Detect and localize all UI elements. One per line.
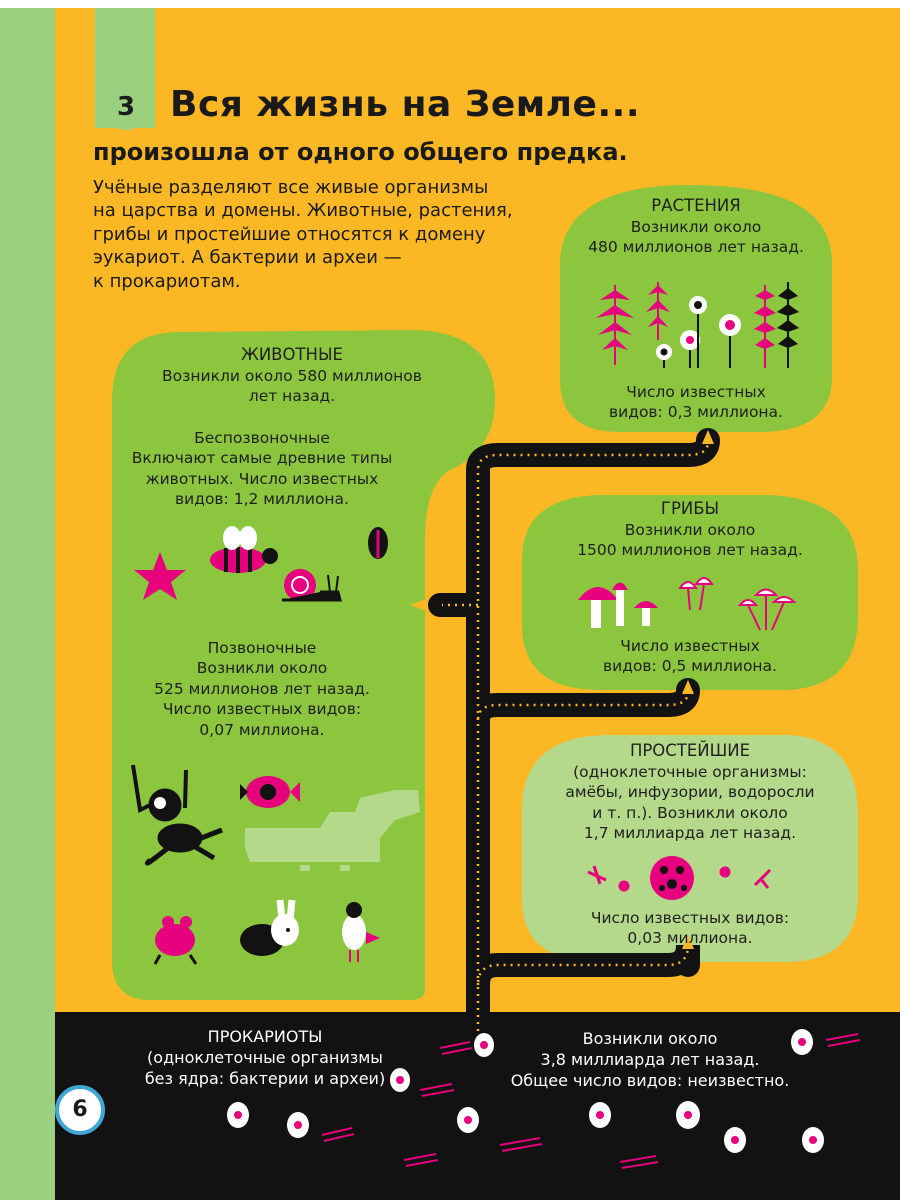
snail-icon <box>282 569 342 602</box>
plants-species-line: Число известных <box>626 383 766 401</box>
daisy-icon <box>656 296 741 368</box>
bacteria-icon <box>321 1033 861 1169</box>
protists-species-line: Число известных видов: <box>590 909 790 927</box>
fern-icon <box>754 285 776 368</box>
intro-paragraph: Учёные разделяют все живые организмы на … <box>93 176 513 293</box>
fungi-species: Число известных видов: 0,5 миллиона. <box>522 636 858 677</box>
fern-icon <box>777 282 799 368</box>
fungi-species-line: Число известных <box>620 637 760 655</box>
bird-icon <box>342 902 380 962</box>
page-subtitle: произошла от одного общего предка. <box>93 138 628 166</box>
frog-icon <box>153 916 198 965</box>
fungi-caption: ГРИБЫ Возникли около 1500 миллионов лет … <box>522 498 858 561</box>
plants-title: РАСТЕНИЯ <box>651 196 741 215</box>
vertebrates-line: 0,07 миллиона. <box>199 720 325 739</box>
plants-species-line: видов: 0,3 миллиона. <box>609 403 783 422</box>
side-strip <box>0 8 55 1200</box>
intro-line: к прокариотам. <box>93 270 241 292</box>
fungi-title: ГРИБЫ <box>660 499 720 518</box>
protists-line: и т. п.). Возникли около <box>592 803 788 822</box>
prokaryotes-line: (одноклеточные организмы <box>147 1048 383 1068</box>
bee-icon <box>210 526 278 573</box>
mushroom-icon <box>737 588 797 631</box>
protists-species-line: 0,03 миллиона. <box>627 929 753 948</box>
prokaryotes-origin-line: Общее число видов: неизвестно. <box>510 1071 790 1091</box>
intro-line: Учёные разделяют все живые организмы <box>93 177 489 198</box>
protists-caption: ПРОСТЕЙШИЕ (одноклеточные организмы: амё… <box>522 740 858 844</box>
page-title: Вся жизнь на Земле... <box>170 84 640 125</box>
prokaryotes-line: без ядра: бактерии и археи) <box>144 1069 386 1089</box>
prokaryotes-caption: ПРОКАРИОТЫ (одноклеточные организмы без … <box>120 1026 410 1089</box>
fungi-species-line: видов: 0,5 миллиона. <box>603 657 777 676</box>
mushroom-icon <box>678 577 714 611</box>
vertebrates-title: Позвоночные <box>207 639 317 657</box>
animals-blob <box>112 330 495 1000</box>
starfish-icon <box>134 552 186 600</box>
animals-title: ЖИВОТНЫЕ <box>241 345 343 364</box>
plants-caption: РАСТЕНИЯ Возникли около 480 миллионов ле… <box>560 195 832 258</box>
protists-species: Число известных видов: 0,03 миллиона. <box>522 908 858 949</box>
plants-line: 480 миллионов лет назад. <box>588 238 804 257</box>
plants-species: Число известных видов: 0,3 миллиона. <box>560 382 832 423</box>
road-arrows <box>410 430 714 949</box>
animals-line: Возникли около 580 миллионов <box>162 366 422 385</box>
prokaryotes-origin: Возникли около 3,8 миллиарда лет назад. … <box>500 1028 800 1091</box>
fungi-blob <box>522 495 858 690</box>
amoeba-icon <box>650 856 694 900</box>
fish-icon <box>240 776 300 808</box>
prokaryotes-origin-line: Возникли около <box>582 1029 718 1048</box>
road-dots <box>442 441 710 1045</box>
invertebrates-line: животных. Число известных <box>145 469 379 488</box>
plants-line: Возникли около <box>630 217 762 236</box>
crocodile-icon <box>245 790 420 871</box>
intro-line: на царства и домены. Животные, растения, <box>93 200 513 222</box>
prokaryotes-title: ПРОКАРИОТЫ <box>207 1027 323 1046</box>
fern-icon <box>596 285 634 365</box>
invertebrates-caption: Беспозвоночные Включают самые древние ти… <box>112 428 412 510</box>
protists-line: 1,7 миллиарда лет назад. <box>583 824 797 843</box>
vertebrates-line: 525 миллионов лет назад. <box>154 679 370 698</box>
monkey-icon <box>131 764 223 866</box>
section-number: 3 <box>103 84 149 130</box>
beetle-icon <box>368 527 388 559</box>
fern-icon <box>646 282 670 340</box>
invertebrates-line: видов: 1,2 миллиона. <box>175 490 349 509</box>
animals-line: лет назад. <box>248 387 336 406</box>
protists-line: (одноклеточные организмы: <box>573 762 807 781</box>
intro-line: эукариот. А бактерии и археи — <box>93 247 402 269</box>
invertebrates-line: Включают самые древние типы <box>131 449 393 468</box>
fungi-line: 1500 миллионов лет назад. <box>577 541 803 560</box>
mushroom-icon <box>578 582 658 628</box>
rabbit-icon <box>240 899 299 956</box>
animals-caption: ЖИВОТНЫЕ Возникли около 580 миллионов ле… <box>112 344 472 407</box>
bacteria-icon <box>234 1038 817 1144</box>
invertebrates-title: Беспозвоночные <box>194 429 330 447</box>
bacteria-icon <box>587 865 772 892</box>
prokaryotes-origin-line: 3,8 миллиарда лет назад. <box>540 1050 760 1070</box>
vertebrates-line: Возникли около <box>196 659 328 678</box>
vertebrates-caption: Позвоночные Возникли около 525 миллионов… <box>112 638 412 740</box>
page-number: 6 <box>55 1085 105 1135</box>
protists-blob <box>522 735 858 962</box>
protists-title: ПРОСТЕЙШИЕ <box>629 741 751 760</box>
intro-line: грибы и простейшие относятся к домену <box>93 223 486 245</box>
vertebrates-line: Число известных видов: <box>162 700 362 719</box>
fungi-line: Возникли около <box>624 520 756 539</box>
protists-line: амёбы, инфузории, водоросли <box>565 783 815 802</box>
